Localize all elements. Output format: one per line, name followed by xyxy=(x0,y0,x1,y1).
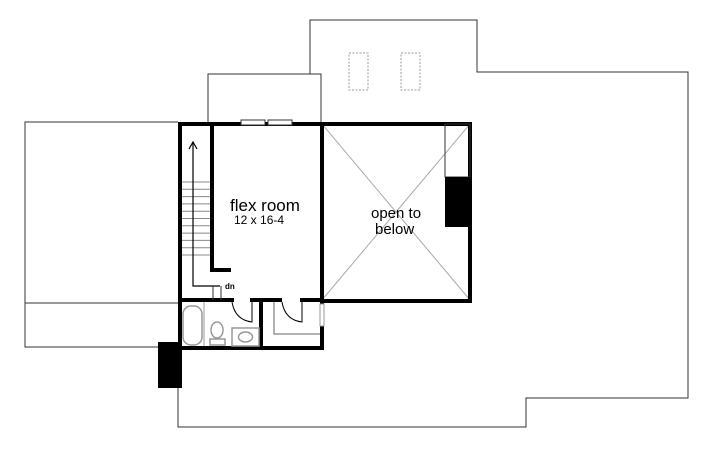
open-to-below-line1: open to xyxy=(371,205,421,222)
stair-direction-label: dn xyxy=(225,282,235,291)
window xyxy=(240,119,266,126)
bathroom-door[interactable] xyxy=(231,301,253,323)
skylight xyxy=(348,52,369,91)
open-to-below-area xyxy=(320,122,472,303)
bathtub xyxy=(182,305,203,346)
flex-room-name: flex room xyxy=(230,196,300,215)
exterior-door[interactable] xyxy=(319,303,325,327)
open-to-below-line2: below xyxy=(375,221,414,238)
sink xyxy=(231,327,260,347)
window xyxy=(267,119,293,126)
flex-room-dimensions: 12 x 16-4 xyxy=(234,213,284,227)
fireplace xyxy=(445,177,470,227)
closet-door[interactable] xyxy=(281,301,303,323)
roof-outline xyxy=(24,19,689,428)
chimney xyxy=(158,342,182,388)
toilet xyxy=(209,321,226,346)
skylight xyxy=(400,52,421,91)
staircase xyxy=(182,181,210,256)
stair-arrow xyxy=(188,140,222,300)
